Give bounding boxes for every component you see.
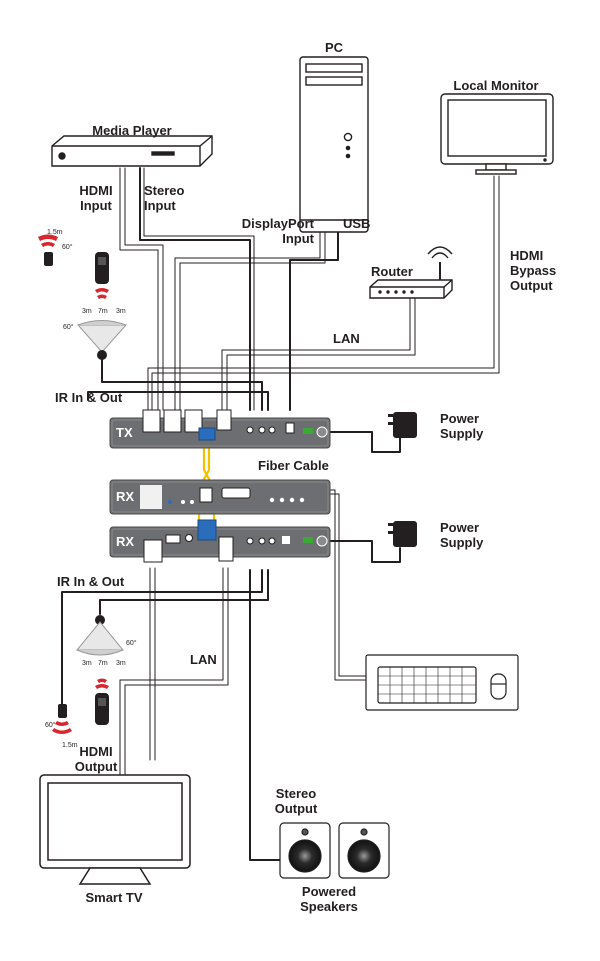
ir-range-fan-bottom — [75, 621, 125, 651]
router-label: Router — [371, 264, 413, 279]
ir-top-range-right: 3m — [116, 308, 126, 315]
ir-range-fan-top — [76, 324, 128, 353]
ir-in-out-label-top: IR In & Out — [55, 390, 123, 405]
tx-unit-label: TX — [116, 425, 133, 440]
ir-bottom-range-right: 3m — [116, 660, 126, 667]
fiber-cable-label: Fiber Cable — [258, 458, 329, 473]
keyboard-mouse — [365, 654, 519, 711]
remote-top — [95, 252, 109, 299]
smart-tv-device — [39, 774, 191, 885]
ir-top-angle2: 60° — [63, 324, 74, 331]
rx-top-unit — [109, 479, 331, 515]
hdmi-output-cable — [149, 567, 156, 761]
remote-bottom — [95, 678, 109, 725]
pc-tower — [299, 56, 369, 233]
ir-cable-top — [101, 359, 263, 411]
ir-gear-top — [38, 234, 128, 360]
ir-bottom-angle: 60° — [45, 722, 56, 729]
smart-tv-label: Smart TV — [85, 890, 143, 905]
rx-bottom-unit-label: RX — [116, 534, 135, 549]
stereo-output-cable — [249, 569, 283, 861]
ir-gear-bottom — [52, 615, 125, 734]
usb-cable — [289, 229, 339, 411]
power-adapter-2 — [388, 521, 417, 547]
media-player-device — [51, 135, 213, 167]
ir-top-angle: 60° — [62, 244, 73, 251]
lan-cable-bottom — [119, 567, 229, 776]
ir-receiver-top — [97, 350, 107, 360]
cables — [61, 167, 500, 861]
ir-top-range-left: 3m — [82, 308, 92, 315]
ir-bottom-range-mid: 7m — [98, 660, 108, 667]
power-adapter-1 — [388, 412, 417, 438]
ir-emitter-top — [38, 234, 58, 247]
ir-top-distance: 1.5m — [47, 229, 63, 236]
ir-top-range-mid: 7m — [98, 308, 108, 315]
rx-bottom-unit — [109, 519, 331, 563]
speakers — [279, 822, 390, 879]
ir-receiver-bottom — [95, 615, 105, 625]
pc-label: PC — [324, 40, 344, 55]
hdmi-input-cable — [119, 167, 164, 411]
power-cable-2 — [319, 540, 401, 563]
ir-bottom-angle2: 60° — [126, 640, 137, 647]
ir-in-out-label-bottom: IR In & Out — [57, 574, 125, 589]
rx-top-unit-label: RX — [116, 489, 135, 504]
ir-bottom-distance: 1.5m — [62, 742, 78, 749]
tx-unit — [109, 409, 331, 449]
stereo-input-cable — [139, 167, 251, 411]
lan-label-top: LAN — [333, 331, 360, 346]
displayport-cable — [174, 229, 326, 411]
ir-bottom-range-left: 3m — [82, 660, 92, 667]
usb-keyboard-cable — [304, 489, 367, 681]
power-cable-1 — [319, 431, 401, 453]
lan-label-bottom: LAN — [190, 652, 217, 667]
ir-emitter-bottom — [52, 721, 72, 734]
local-monitor-label: Local Monitor — [453, 78, 539, 93]
router-device — [369, 246, 453, 299]
usb-label: USB — [343, 216, 371, 231]
local-monitor-device — [440, 93, 554, 175]
ir-cable-bottom — [61, 569, 263, 705]
media-player-label: Media Player — [92, 123, 172, 138]
